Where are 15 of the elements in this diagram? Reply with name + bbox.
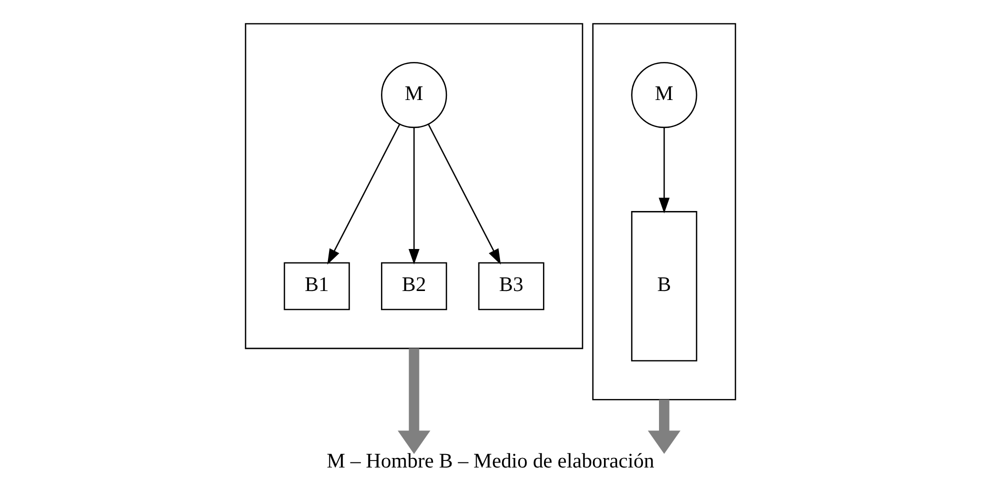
arrow [648, 400, 680, 454]
arrow [428, 124, 501, 265]
node-box: B1 [284, 262, 350, 310]
arrow [658, 127, 670, 214]
node-box: B2 [380, 262, 448, 310]
arrow [408, 127, 420, 265]
node-box: B3 [478, 262, 544, 310]
arrow [398, 348, 430, 454]
caption: M – Hombre B – Medio de elaboración [326, 450, 654, 473]
node-circle: M [380, 62, 448, 128]
node-box: B [631, 211, 698, 362]
cluster [592, 23, 736, 400]
node-circle: M [631, 62, 698, 128]
cluster [244, 23, 584, 350]
arrow [327, 124, 400, 265]
